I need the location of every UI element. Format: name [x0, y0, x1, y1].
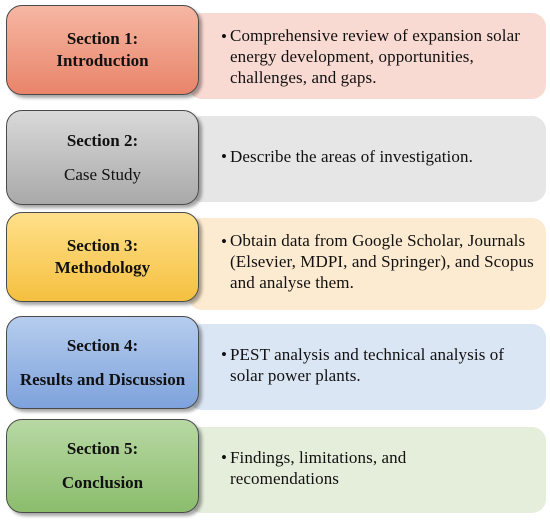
section-1-subtitle: Introduction [56, 51, 149, 70]
section-1-description: Comprehensive review of expansion solar … [230, 26, 520, 87]
section-5-subtitle: Conclusion [61, 473, 144, 492]
bullet-icon: • [221, 345, 227, 364]
bullet-icon: • [221, 448, 227, 467]
bullet-icon: • [221, 232, 227, 251]
section-row-2: • Describe the areas of investigation. S… [0, 110, 550, 206]
section-2-subtitle: Case Study [64, 164, 141, 184]
section-3-box: Section 3: Methodology [6, 212, 199, 302]
section-2-description-panel: • Describe the areas of investigation. [188, 116, 546, 202]
section-5-description: Findings, limitations, and recomendation… [230, 448, 407, 488]
section-3-subtitle: Methodology [54, 258, 151, 277]
section-4-title: Section 4: [66, 335, 139, 355]
section-row-3: • Obtain data from Google Scholar, Journ… [0, 212, 550, 310]
section-5-box: Section 5: Conclusion [6, 419, 199, 513]
section-3-title: Section 3: [66, 236, 139, 255]
bullet-icon: • [221, 27, 227, 46]
section-2-title: Section 2: [66, 130, 139, 150]
section-2-description: Describe the areas of investigation. [230, 147, 473, 166]
section-1-description-panel: • Comprehensive review of expansion sola… [188, 13, 546, 99]
section-4-description-panel: • PEST analysis and technical analysis o… [188, 324, 546, 410]
section-4-description: PEST analysis and technical analysis of … [230, 345, 505, 385]
section-3-description: Obtain data from Google Scholar, Journal… [230, 231, 534, 292]
section-5-title: Section 5: [66, 439, 139, 458]
bullet-icon: • [221, 147, 227, 166]
section-1-title: Section 1: [66, 29, 139, 48]
section-2-box: Section 2: Case Study [6, 110, 199, 205]
section-row-1: • Comprehensive review of expansion sola… [0, 5, 550, 101]
section-4-box: Section 4: Results and Discussion [6, 316, 199, 409]
section-5-description-panel: • Findings, limitations, and recomendati… [188, 427, 546, 513]
section-1-box: Section 1: Introduction [6, 5, 199, 95]
section-row-4: • PEST analysis and technical analysis o… [0, 316, 550, 412]
section-row-5: • Findings, limitations, and recomendati… [0, 419, 550, 515]
section-3-description-panel: • Obtain data from Google Scholar, Journ… [188, 218, 546, 310]
section-4-subtitle: Results and Discussion [19, 369, 186, 389]
